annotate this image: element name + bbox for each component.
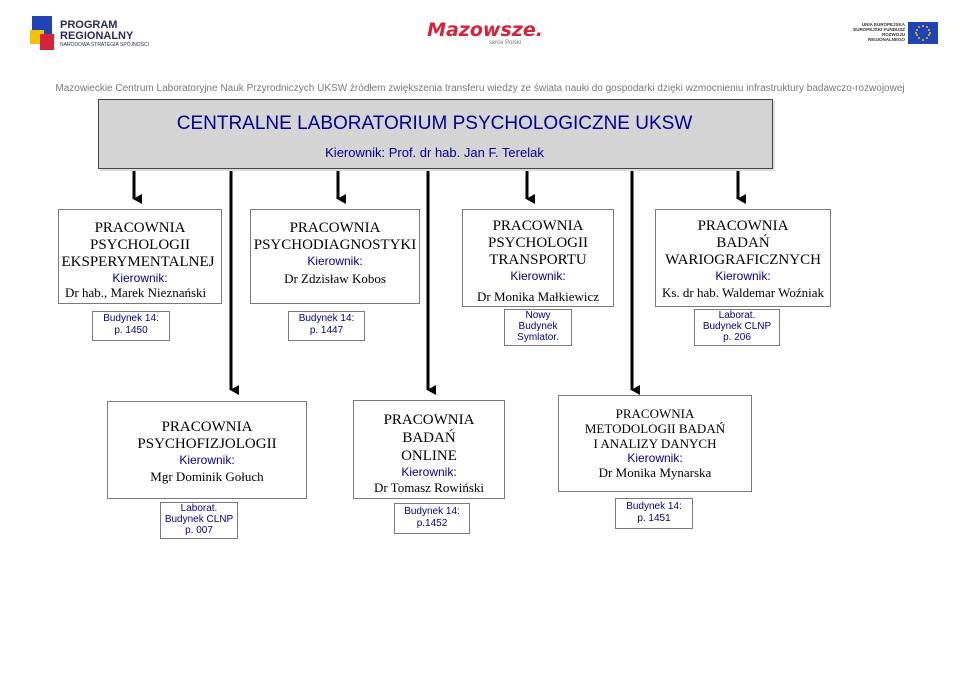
lab-3-loc2: Budynek xyxy=(518,321,558,332)
lab-node-2: PRACOWNIA PSYCHODIAGNOSTYKI Kierownik: D… xyxy=(250,209,420,304)
lab-6-line3: ONLINE xyxy=(401,448,457,464)
lab-6-role: Kierownik: xyxy=(401,465,457,479)
lab-7-line2: METODOLOGII BADAŃ xyxy=(584,421,726,436)
program-regionalny-logo: PROGRAM REGIONALNY NARODOWA STRATEGIA SP… xyxy=(30,14,180,54)
lab-5-line1: PRACOWNIA xyxy=(161,419,253,435)
lab-4-line2: BADAŃ xyxy=(716,235,770,251)
lab-5-loc3: p. 007 xyxy=(185,525,213,536)
lab-2-line1: PRACOWNIA xyxy=(289,220,381,236)
root-title: CENTRALNE LABORATORIUM PSYCHOLOGICZNE UK… xyxy=(176,113,693,134)
lab-4-loc3: p. 206 xyxy=(723,332,751,343)
lab-6-line2: BADAŃ xyxy=(402,430,456,446)
lab-node-7: PRACOWNIA METODOLOGII BADAŃ I ANALIZY DA… xyxy=(558,395,752,492)
lab-2-person: Dr Zdzisław Kobos xyxy=(284,271,386,286)
lab-3-loc3: Symlator. xyxy=(517,332,559,343)
lab-node-6: PRACOWNIA BADAŃ ONLINE Kierownik: Dr Tom… xyxy=(353,400,505,499)
lab-5-loc1: Laborat. xyxy=(180,503,218,514)
lab-2-loc1: Budynek 14: xyxy=(298,313,355,324)
lab-4-location: Laborat. Budynek CLNP p. 206 xyxy=(694,309,780,346)
eu-text-2: EUROPEJSKI FUNDUSZ xyxy=(853,27,905,32)
program-logo-line3: NARODOWA STRATEGIA SPÓJNOŚCI xyxy=(60,42,149,48)
lab-1-line3: EKSPERYMENTALNEJ xyxy=(61,254,215,270)
lab-node-5: PRACOWNIA PSYCHOFIZJOLOGII Kierownik: Mg… xyxy=(107,401,307,499)
lab-7-location: Budynek 14: p. 1451 xyxy=(615,498,693,529)
lab-6-person: Dr Tomasz Rowiński xyxy=(373,480,485,495)
lab-4-line1: PRACOWNIA xyxy=(697,218,789,234)
lab-7-loc1: Budynek 14: xyxy=(626,501,682,512)
lab-node-4: PRACOWNIA BADAŃ WARIOGRAFICZNYCH Kierown… xyxy=(655,209,831,307)
lab-6-loc2: p.1452 xyxy=(416,518,448,529)
lab-2-location: Budynek 14: p. 1447 xyxy=(288,311,365,341)
eu-text-3: ROZWOJU REGIONALNEGO xyxy=(867,32,905,42)
lab-7-loc2: p. 1451 xyxy=(637,513,671,524)
lab-node-3: PRACOWNIA PSYCHOLOGII TRANSPORTU Kierown… xyxy=(462,209,614,307)
lab-3-person: Dr Monika Małkiewicz xyxy=(476,289,600,304)
mazowsze-logo: Mazowsze. serce Polski xyxy=(420,20,550,50)
lab-3-line2: PSYCHOLOGII xyxy=(487,235,588,251)
mazowsze-sub: serce Polski xyxy=(488,40,522,46)
lab-7-line3: I ANALIZY DANYCH xyxy=(593,436,717,451)
program-logo-icon xyxy=(30,16,54,50)
lab-1-loc2: p. 1450 xyxy=(114,325,148,336)
lab-1-line2: PSYCHOLOGII xyxy=(89,237,190,253)
lab-2-line2: PSYCHODIAGNOSTYKI xyxy=(253,237,417,253)
eu-text-1: UNIA EUROPEJSKA xyxy=(861,22,905,27)
lab-4-loc2: Budynek CLNP xyxy=(702,321,772,332)
lab-5-person: Mgr Dominik Gołuch xyxy=(150,469,264,484)
lab-2-loc2: p. 1447 xyxy=(309,325,344,336)
root-head: Kierownik: Prof. dr hab. Jan F. Terelak xyxy=(325,145,544,160)
root-node xyxy=(98,99,773,169)
lab-7-role: Kierownik: xyxy=(627,451,683,465)
lab-6-line1: PRACOWNIA xyxy=(383,412,475,428)
program-logo-line1: PROGRAM xyxy=(60,19,118,31)
lab-1-location: Budynek 14: p. 1450 xyxy=(92,311,170,341)
lab-3-loc1: Nowy xyxy=(525,310,551,321)
lab-node-1: PRACOWNIA PSYCHOLOGII EKSPERYMENTALNEJ K… xyxy=(58,209,222,304)
lab-3-role: Kierownik: xyxy=(510,269,566,283)
lab-5-loc2: Budynek CLNP xyxy=(164,514,234,525)
lab-5-role: Kierownik: xyxy=(179,453,235,467)
eu-flag-icon xyxy=(908,22,938,44)
lab-3-line3: TRANSPORTU xyxy=(489,252,587,268)
lab-7-person: Dr Monika Mynarska xyxy=(598,465,712,480)
lab-4-line3: WARIOGRAFICZNYCH xyxy=(665,252,821,268)
lab-6-loc1: Budynek 14: xyxy=(404,506,460,517)
lab-2-role: Kierownik: xyxy=(307,254,363,268)
lab-1-person: Dr hab., Marek Nieznański xyxy=(65,285,207,300)
lab-1-loc1: Budynek 14: xyxy=(103,313,159,324)
lab-4-role: Kierownik: xyxy=(715,269,771,283)
lab-1-line1: PRACOWNIA xyxy=(94,220,186,236)
lab-3-line1: PRACOWNIA xyxy=(492,218,584,234)
lab-1-role: Kierownik: xyxy=(112,271,168,285)
lab-7-line1: PRACOWNIA xyxy=(615,406,695,421)
lab-4-loc1: Laborat. xyxy=(718,310,756,321)
eu-text: UNIA EUROPEJSKA EUROPEJSKI FUNDUSZ ROZWO… xyxy=(845,22,905,42)
project-subtitle: Mazowieckie Centrum Laboratoryjne Nauk P… xyxy=(55,83,905,94)
lab-6-location: Budynek 14: p.1452 xyxy=(394,503,470,534)
program-logo-line2: REGIONALNY xyxy=(60,30,134,42)
lab-5-location: Laborat. Budynek CLNP p. 007 xyxy=(160,502,238,539)
eu-logo: UNIA EUROPEJSKA EUROPEJSKI FUNDUSZ ROZWO… xyxy=(845,22,940,48)
lab-3-location: Nowy Budynek Symlator. xyxy=(504,309,572,346)
lab-4-person: Ks. dr hab. Waldemar Woźniak xyxy=(661,285,825,300)
lab-5-line2: PSYCHOFIZJOLOGII xyxy=(137,436,277,452)
mazowsze-brand: Mazowsze. xyxy=(427,19,543,41)
